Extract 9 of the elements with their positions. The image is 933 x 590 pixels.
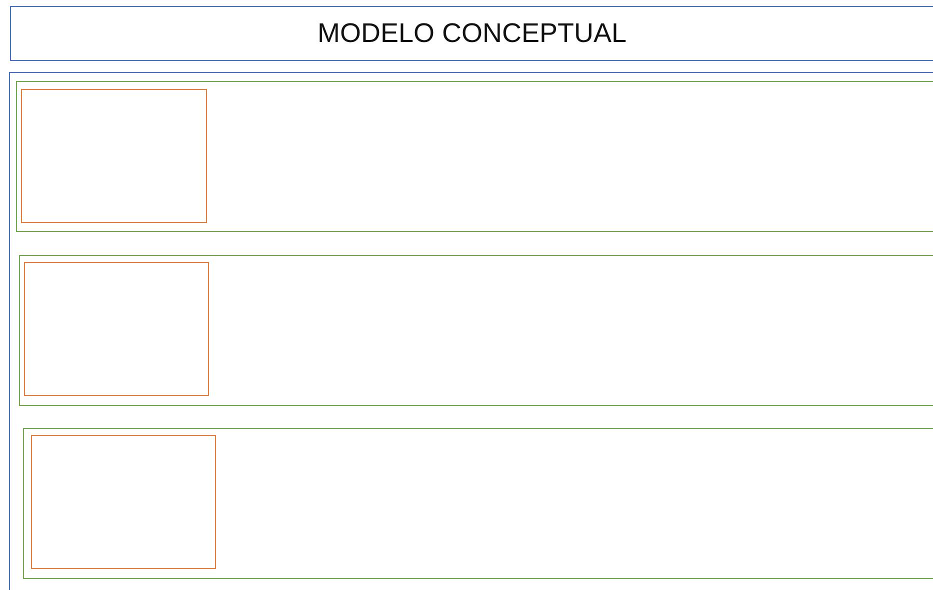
placeholder-box (24, 262, 209, 396)
section-band (16, 80, 932, 232)
placeholder-box (21, 89, 207, 223)
section-band (18, 254, 932, 406)
title-box (10, 6, 933, 61)
placeholder-box (31, 435, 216, 569)
title-text: MODELO CONCEPTUAL (317, 18, 627, 49)
panel-box (9, 72, 933, 590)
section-band (22, 428, 932, 578)
